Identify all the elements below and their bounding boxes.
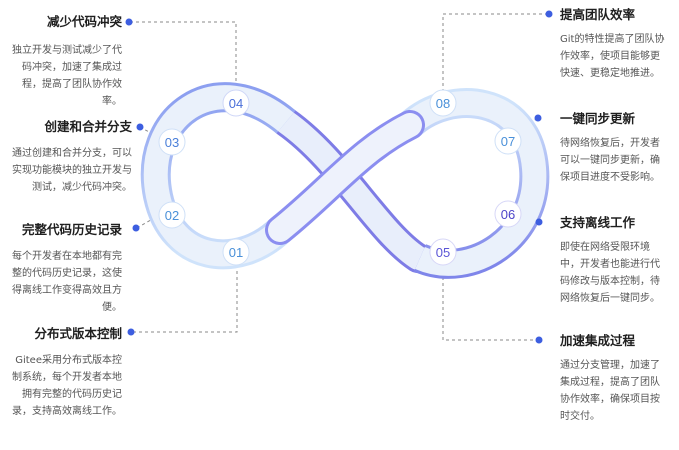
badge-04-num: 04 (229, 96, 243, 111)
step-02-block: 完整代码历史记录 每个开发者在本地都有完整的代码历史记录，这使得离线工作变得高效… (10, 222, 122, 316)
badge-01-num: 01 (229, 245, 243, 260)
step-08-block: 提高团队效率 Git的特性提高了团队协作效率，使项目能够更快速、更稳定地推进。 (560, 7, 668, 82)
badge-08: 08 (429, 89, 457, 117)
step-08-title: 提高团队效率 (560, 7, 636, 22)
step-04-desc: 独立开发与测试减少了代码冲突，加速了集成过程，提高了团队协作效率。 (12, 45, 122, 107)
dot-08 (545, 10, 553, 18)
step-03-desc: 通过创建和合并分支，可以实现功能模块的独立开发与测试，减少代码冲突。 (12, 148, 132, 193)
step-06-block: 支持离线工作 即使在网络受限环境中，开发者也能进行代码修改与版本控制，待网络恢复… (560, 215, 668, 307)
step-08-desc: Git的特性提高了团队协作效率，使项目能够更快速、更稳定地推进。 (560, 34, 665, 79)
dot-06 (535, 218, 543, 226)
dot-02 (132, 224, 140, 232)
step-03-block: 创建和合并分支 通过创建和合并分支，可以实现功能模块的独立开发与测试，减少代码冲… (10, 119, 132, 196)
step-01-title: 分布式版本控制 (34, 326, 122, 341)
badge-02: 02 (158, 201, 186, 229)
dot-03 (136, 123, 144, 131)
badge-06-num: 06 (501, 207, 515, 222)
step-07-title: 一键同步更新 (560, 111, 636, 126)
step-06-desc: 即使在网络受限环境中，开发者也能进行代码修改与版本控制，待网络恢复后一键同步。 (560, 242, 660, 304)
connector-08 (442, 13, 548, 90)
step-04-block: 减少代码冲突 独立开发与测试减少了代码冲突，加速了集成过程，提高了团队协作效率。 (10, 14, 122, 110)
step-02-desc: 每个开发者在本地都有完整的代码历史记录，这使得离线工作变得高效且方便。 (12, 251, 122, 313)
step-03-title: 创建和合并分支 (44, 119, 132, 134)
connector-01 (132, 265, 238, 333)
badge-05-num: 05 (436, 245, 450, 260)
step-01-block: 分布式版本控制 Gitee采用分布式版本控制系统，每个开发者本地拥有完整的代码历… (10, 326, 122, 420)
connector-dots (125, 10, 553, 344)
step-06-title: 支持离线工作 (560, 215, 636, 230)
dot-07 (534, 114, 542, 122)
step-05-block: 加速集成过程 通过分支管理，加速了集成过程，提高了团队协作效率，确保项目按时交付… (560, 333, 668, 425)
connector-04 (130, 21, 237, 88)
badge-07: 07 (494, 127, 522, 155)
badge-05: 05 (429, 238, 457, 266)
badge-04: 04 (222, 89, 250, 117)
step-07-block: 一键同步更新 待网络恢复后，开发者可以一键同步更新，确保项目进度不受影响。 (560, 111, 668, 186)
badge-03: 03 (158, 128, 186, 156)
step-05-desc: 通过分支管理，加速了集成过程，提高了团队协作效率，确保项目按时交付。 (560, 360, 660, 422)
step-01-desc: Gitee采用分布式版本控制系统，每个开发者本地拥有完整的代码历史记录，支持高效… (12, 355, 122, 417)
step-07-desc: 待网络恢复后，开发者可以一键同步更新，确保项目进度不受影响。 (560, 138, 660, 183)
badge-03-num: 03 (165, 135, 179, 150)
dot-01 (127, 328, 135, 336)
connector-05 (442, 265, 538, 341)
step-02-title: 完整代码历史记录 (21, 222, 122, 237)
badge-01: 01 (222, 238, 250, 266)
step-05-title: 加速集成过程 (560, 333, 636, 348)
badge-06: 06 (494, 200, 522, 228)
dot-04 (125, 18, 133, 26)
dot-05 (535, 336, 543, 344)
badge-02-num: 02 (165, 208, 179, 223)
badge-07-num: 07 (501, 134, 515, 149)
step-04-title: 减少代码冲突 (46, 14, 122, 29)
badge-08-num: 08 (436, 96, 450, 111)
